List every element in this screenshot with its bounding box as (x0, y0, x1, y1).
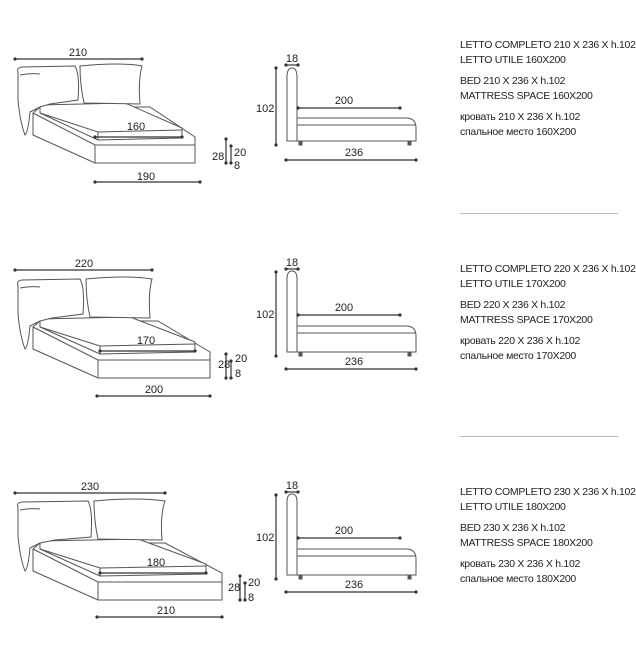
front-length-label: 210 (157, 605, 175, 617)
side-mattress-label: 200 (335, 525, 353, 537)
spec-line: LETTO COMPLETO 230 X 236 X h.102 (460, 486, 636, 498)
front-dimension-endpoints (13, 491, 247, 619)
front-height-total-label: 28 (228, 582, 240, 594)
spec-line: MATTRESS SPACE 170X200 (460, 314, 593, 326)
side-dimension-lines (275, 491, 416, 593)
side-headboard-label: 18 (286, 53, 298, 65)
side-headboard-label: 18 (286, 480, 298, 492)
bed-variant-2-drawing: 220 170 200 28 20 8 18 102 200 236 (13, 257, 418, 398)
front-height-b-label: 8 (248, 592, 254, 604)
spec-line: спальное место 160X200 (460, 126, 576, 138)
spec-italian: LETTO COMPLETO 220 X 236 X h.102 LETTO U… (460, 262, 636, 292)
front-height-b-label: 8 (234, 160, 240, 172)
spec-russian: кровать 230 X 236 X h.102 спальное место… (460, 557, 618, 587)
bed-side-view (286, 270, 417, 357)
separator-line (460, 436, 618, 437)
bed-variant-3: 230 180 210 28 20 8 18 102 200 236 (0, 445, 636, 645)
front-height-a-label: 20 (248, 577, 260, 589)
front-length-label: 200 (145, 384, 163, 396)
bed-front-view (17, 276, 211, 379)
front-mattress-label: 170 (137, 335, 155, 347)
front-height-b-label: 8 (235, 368, 241, 380)
front-mattress-label: 180 (147, 557, 165, 569)
spec-line: LETTO UTILE 160X200 (460, 54, 566, 66)
front-height-total-label: 28 (218, 359, 230, 371)
spec-line: LETTO UTILE 180X200 (460, 501, 566, 513)
side-dimension-endpoints (274, 490, 418, 594)
spec-line: BED 210 X 236 X h.102 (460, 75, 566, 87)
front-dimension-lines (15, 269, 232, 397)
spec-line: спальное место 180X200 (460, 573, 576, 585)
front-width-label: 210 (69, 47, 87, 59)
bed-side-view (286, 493, 417, 580)
side-mattress-label: 200 (335, 95, 353, 107)
bed-front-view (17, 63, 196, 164)
spec-line: LETTO COMPLETO 210 X 236 X h.102 (460, 39, 636, 51)
side-height-label: 102 (256, 532, 274, 544)
bed-front-view (17, 498, 223, 601)
side-height-label: 102 (256, 309, 274, 321)
spec-text-1: LETTO COMPLETO 210 X 236 X h.102 LETTO U… (460, 38, 636, 146)
front-height-a-label: 20 (235, 353, 247, 365)
front-width-label: 220 (75, 258, 93, 270)
side-dimension-endpoints (274, 63, 418, 162)
spec-line: кровать 210 X 236 X h.102 (460, 111, 581, 123)
spec-english: BED 230 X 236 X h.102 MATTRESS SPACE 180… (460, 521, 618, 551)
bed-variant-1: 210 160 190 28 20 8 18 102 200 236 (0, 0, 636, 200)
side-length-label: 236 (345, 356, 363, 368)
spec-italian: LETTO COMPLETO 230 X 236 X h.102 LETTO U… (460, 485, 636, 515)
spec-line: MATTRESS SPACE 160X200 (460, 90, 593, 102)
spec-line: спальное место 170X200 (460, 350, 576, 362)
bed-variant-1-drawing: 210 160 190 28 20 8 18 102 200 236 (13, 47, 418, 184)
spec-line: BED 230 X 236 X h.102 (460, 522, 566, 534)
side-mattress-label: 200 (335, 302, 353, 314)
spec-line: кровать 220 X 236 X h.102 (460, 335, 581, 347)
front-dimension-endpoints (13, 57, 233, 184)
front-height-a-label: 20 (234, 147, 246, 159)
spec-russian: кровать 210 X 236 X h.102 спальное место… (460, 110, 618, 140)
side-dimension-lines (275, 64, 416, 161)
spec-line: кровать 230 X 236 X h.102 (460, 558, 581, 570)
front-dimension-lines (15, 58, 232, 183)
spec-line: MATTRESS SPACE 180X200 (460, 537, 593, 549)
spec-english: BED 220 X 236 X h.102 MATTRESS SPACE 170… (460, 298, 618, 328)
front-dimension-lines (15, 492, 246, 618)
spec-text-3: LETTO COMPLETO 230 X 236 X h.102 LETTO U… (460, 485, 636, 593)
spec-russian: кровать 220 X 236 X h.102 спальное место… (460, 334, 618, 364)
front-dimension-endpoints (13, 268, 233, 398)
side-headboard-label: 18 (286, 257, 298, 269)
separator-line (460, 213, 618, 214)
spec-line: LETTO UTILE 170X200 (460, 278, 566, 290)
side-dimension-endpoints (274, 267, 418, 371)
spec-line: LETTO COMPLETO 220 X 236 X h.102 (460, 263, 636, 275)
bed-variant-3-drawing: 230 180 210 28 20 8 18 102 200 236 (13, 480, 418, 619)
front-height-total-label: 28 (212, 151, 224, 163)
front-length-label: 190 (137, 171, 155, 183)
spec-line: BED 220 X 236 X h.102 (460, 299, 566, 311)
bed-variant-2: 220 170 200 28 20 8 18 102 200 236 (0, 222, 636, 422)
front-mattress-label: 160 (127, 121, 145, 133)
spec-english: BED 210 X 236 X h.102 MATTRESS SPACE 160… (460, 74, 618, 104)
spec-italian: LETTO COMPLETO 210 X 236 X h.102 LETTO U… (460, 38, 636, 68)
side-height-label: 102 (256, 103, 274, 115)
side-dimension-lines (275, 268, 416, 370)
side-length-label: 236 (345, 579, 363, 591)
front-width-label: 230 (81, 481, 99, 493)
side-length-label: 236 (345, 147, 363, 159)
bed-side-view (286, 67, 417, 146)
spec-text-2: LETTO COMPLETO 220 X 236 X h.102 LETTO U… (460, 262, 636, 370)
